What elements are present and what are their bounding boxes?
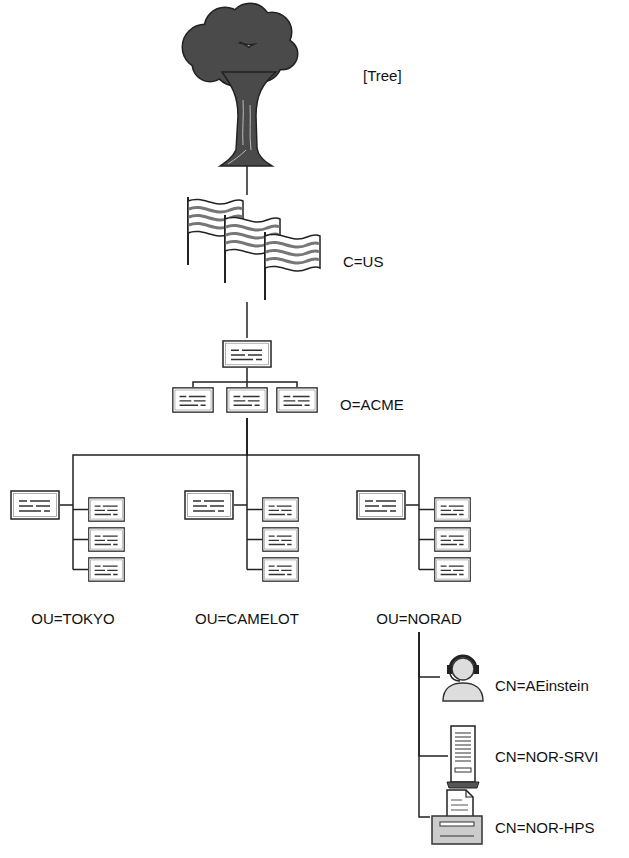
object-name: OU=CAMELOT xyxy=(195,610,299,628)
object-name: CN=AEinstein xyxy=(495,677,589,695)
org-unit-object: OU=TOKYO xyxy=(8,482,132,632)
object-name: CN=NOR-HPS xyxy=(495,819,595,837)
organization-icon xyxy=(173,341,317,412)
org-unit-object: OU=CAMELOT xyxy=(182,482,306,632)
tree-connector xyxy=(246,166,248,195)
user-icon xyxy=(443,656,483,701)
organization-object: O=ACME xyxy=(170,338,406,418)
org-unit-icon xyxy=(357,482,470,581)
org-unit-icon xyxy=(11,482,124,581)
country-flags-icon xyxy=(188,197,320,300)
tree-connector xyxy=(419,632,440,677)
tree-root: [Tree] xyxy=(192,0,404,166)
tree-connector xyxy=(419,632,448,756)
server-icon xyxy=(447,726,479,788)
org-unit-object: OU=NORAD xyxy=(354,482,478,632)
printer-icon xyxy=(432,790,482,844)
tree-connector xyxy=(73,418,247,482)
object-name: [Tree] xyxy=(363,67,402,85)
object-name: C=US xyxy=(343,253,383,271)
tree-connector xyxy=(246,302,248,338)
country-object: C=US xyxy=(184,195,386,302)
object-name: CN=NOR-SRVI xyxy=(495,748,599,766)
object-name: OU=TOKYO xyxy=(31,610,115,628)
printer-object: CN=NOR-HPS xyxy=(430,788,597,846)
server-object: CN=NOR-SRVI xyxy=(448,724,601,788)
tree-icon xyxy=(183,4,297,166)
object-name: OU=NORAD xyxy=(376,610,461,628)
tree-connector xyxy=(419,632,430,817)
object-name: O=ACME xyxy=(340,396,404,414)
org-unit-icon xyxy=(185,482,298,581)
tree-connector xyxy=(247,418,419,482)
user-object: CN=AEinstein xyxy=(440,652,591,702)
